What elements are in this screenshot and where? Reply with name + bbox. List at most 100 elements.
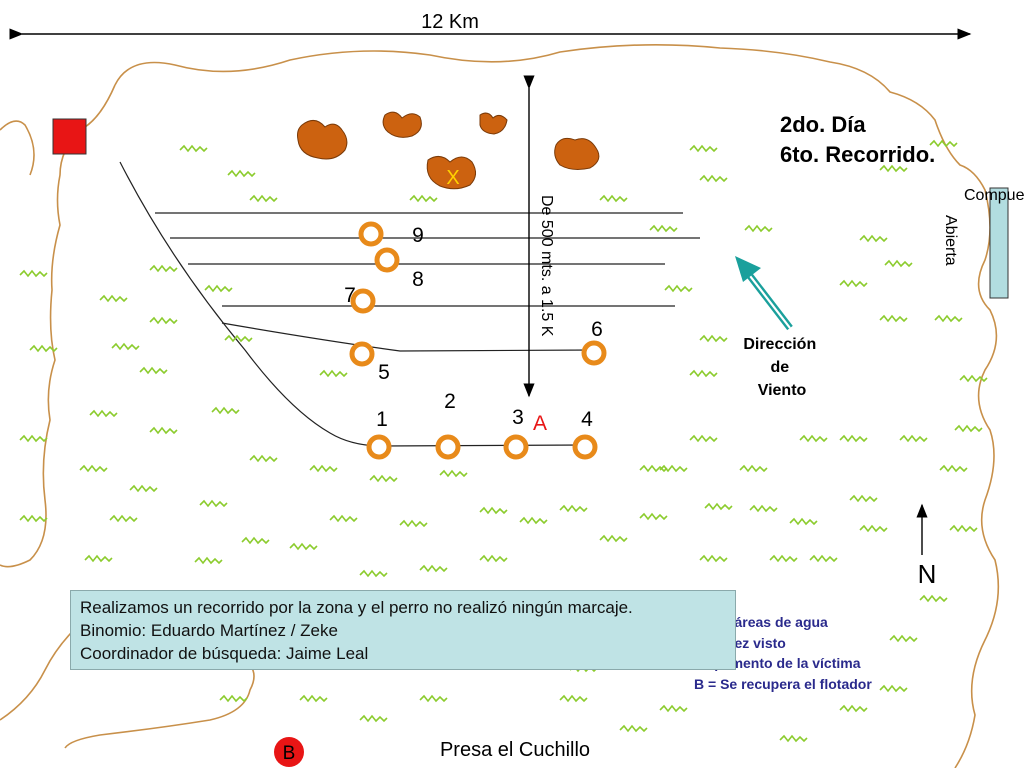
dam-label: Presa el Cuchillo [440, 739, 590, 761]
grass-tuft [319, 369, 348, 378]
grass-layer [19, 139, 988, 743]
rock [297, 120, 348, 160]
grass-tuft [99, 294, 128, 303]
grass-tuft [179, 144, 208, 153]
grass-tuft [299, 694, 328, 703]
gate-label: Compuerta [964, 187, 1024, 204]
search-point [435, 434, 461, 460]
grass-tuft [799, 434, 828, 443]
scale-label: 12 Km [421, 11, 479, 33]
grass-tuft [789, 517, 818, 526]
grass-tuft [109, 514, 138, 523]
grass-tuft [559, 694, 588, 703]
shoreline [114, 44, 1000, 768]
point-label: 6 [591, 318, 603, 341]
grass-tuft [199, 499, 228, 508]
grass-tuft [889, 634, 918, 643]
wind-arrow [735, 256, 793, 331]
rock [382, 111, 422, 138]
grass-tuft [689, 434, 718, 443]
grass-tuft [19, 434, 48, 443]
info-line: Coordinador de búsqueda: Jaime Leal [80, 644, 369, 663]
grass-tuft [599, 534, 628, 543]
grass-tuft [939, 464, 968, 473]
search-point [572, 434, 598, 460]
grass-tuft [241, 536, 270, 545]
point-label: 2 [444, 390, 456, 413]
point-label: 9 [412, 224, 424, 247]
grass-tuft [639, 464, 668, 473]
grass-tuft [899, 434, 928, 443]
grass-tuft [194, 556, 223, 565]
grass-tuft [219, 694, 248, 703]
search-point [349, 341, 375, 367]
grass-tuft [149, 264, 178, 273]
marker-b: B [283, 743, 296, 764]
point-label: 5 [378, 361, 390, 384]
grass-tuft [664, 284, 693, 293]
grass-tuft [479, 506, 508, 515]
gate-rect [989, 187, 1009, 299]
grass-tuft [879, 314, 908, 323]
shoreline-west [0, 84, 116, 568]
search-point [350, 288, 376, 314]
grass-tuft [659, 704, 688, 713]
grass-tuft [879, 684, 908, 693]
grass-tuft [29, 344, 58, 353]
marker-a: A [533, 412, 547, 435]
grass-tuft [949, 524, 978, 533]
grass-tuft [419, 564, 448, 573]
grass-tuft [149, 316, 178, 325]
search-point [503, 434, 529, 460]
grass-tuft [84, 554, 113, 563]
search-boundary-curve [119, 161, 586, 447]
grass-tuft [689, 144, 718, 153]
search-point [358, 221, 384, 247]
grass-tuft [419, 694, 448, 703]
camp-square [52, 118, 87, 155]
grass-tuft [89, 409, 118, 418]
shoreline-west-top [0, 120, 35, 176]
grass-tuft [929, 139, 958, 148]
grass-tuft [479, 554, 508, 563]
grass-tuft [559, 504, 588, 513]
grass-tuft [359, 714, 388, 723]
rock [479, 112, 508, 135]
info-line: Realizamos un recorrido por la zona y el… [80, 598, 633, 617]
marker-x: X [446, 167, 459, 189]
marker-b-circle [274, 737, 304, 767]
grass-tuft [699, 174, 728, 183]
grass-tuft [111, 342, 140, 351]
grass-tuft [809, 554, 838, 563]
range-label: De 500 mts. a 1.5 K [538, 195, 555, 337]
grass-tuft [599, 194, 628, 203]
point-label: 8 [412, 268, 424, 291]
grass-tuft [959, 374, 988, 383]
point-label: 1 [376, 408, 388, 431]
grass-tuft [699, 554, 728, 563]
info-line: Binomio: Eduardo Martínez / Zeke [80, 621, 338, 640]
day-heading: 2do. Día 6to. Recorrido. [780, 112, 935, 167]
gate-label: Abierta [942, 215, 959, 266]
grass-tuft [704, 502, 733, 511]
search-point [581, 340, 607, 366]
grass-tuft [649, 224, 678, 233]
wind-label: Dirección de Viento [743, 336, 820, 399]
grass-tuft [359, 569, 388, 578]
grass-tuft [849, 494, 878, 503]
grass-tuft [139, 366, 168, 375]
grass-tuft [779, 734, 808, 743]
point-label: 7 [344, 284, 356, 307]
grass-tuft [619, 724, 648, 733]
point-label: 4 [581, 408, 593, 431]
rock-x [426, 156, 476, 190]
grass-tuft [129, 484, 158, 493]
north-label: N [918, 559, 937, 589]
grass-tuft [749, 504, 778, 513]
search-point [374, 247, 400, 273]
grass-tuft [211, 406, 240, 415]
grass-tuft [227, 169, 256, 178]
grass-tuft [249, 194, 278, 203]
grass-tuft [859, 524, 888, 533]
search-line [221, 322, 596, 352]
